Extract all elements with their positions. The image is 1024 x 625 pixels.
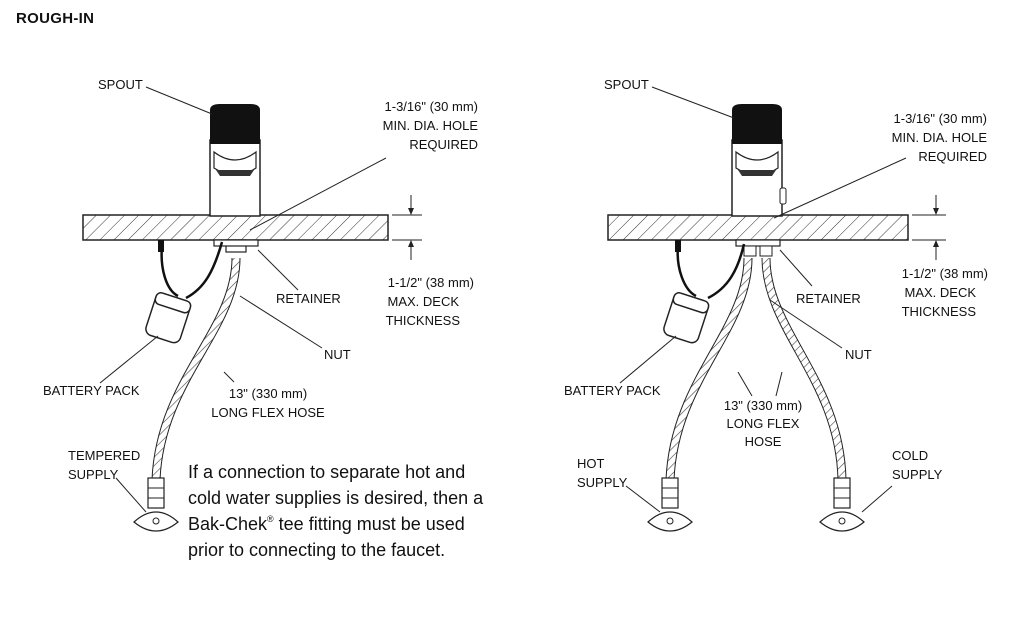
right-hole-label-3: REQUIRED (918, 149, 987, 164)
left-supply-label-2: SUPPLY (68, 467, 119, 482)
left-supply-valve (133, 477, 179, 532)
right-faucet-diagram: SPOUT 1-3/16" (30 mm) MIN. DIA. HOLE REQ… (564, 77, 988, 532)
right-hot-hose (665, 257, 753, 481)
left-hole-label-1: 1-3/16" (30 mm) (385, 99, 478, 114)
right-spout-label: SPOUT (604, 77, 649, 92)
right-hose-label-2: LONG FLEX (727, 416, 800, 431)
left-spout-label: SPOUT (98, 77, 143, 92)
right-cold-valve (819, 477, 865, 532)
right-deck-label-1: 1-1/2" (38 mm) (902, 266, 988, 281)
page-heading: ROUGH-IN (16, 10, 95, 27)
right-nut-label: NUT (845, 347, 872, 362)
left-supply-label-1: TEMPERED (68, 448, 140, 463)
tee-fitting-note: If a connection to separate hot and cold… (188, 462, 484, 560)
right-countertop (607, 214, 909, 241)
left-hole-label-3: REQUIRED (409, 137, 478, 152)
note-line-3-post: tee fitting must be used (274, 514, 465, 534)
note-line-3: Bak-Chek® tee fitting must be used (188, 514, 465, 534)
left-battery-pack-label: BATTERY PACK (43, 383, 140, 398)
left-spout-cap (210, 104, 260, 144)
left-faucet-diagram: SPOUT 1-3/16" (30 mm) MIN. DIA. HOLE REQ… (43, 77, 479, 532)
left-faucet-body (209, 139, 261, 217)
right-hot-valve (647, 477, 693, 532)
right-hole-label-1: 1-3/16" (30 mm) (894, 111, 987, 126)
right-battery-pack-label: BATTERY PACK (564, 383, 661, 398)
note-line-3-pre: Bak-Chek (188, 514, 268, 534)
left-deck-label-2: MAX. DECK (387, 294, 459, 309)
left-hole-label-2: MIN. DIA. HOLE (383, 118, 479, 133)
right-faucet-body (731, 139, 783, 217)
right-retainer-label: RETAINER (796, 291, 861, 306)
right-hose-label-3: HOSE (745, 434, 782, 449)
left-deck-label-1: 1-1/2" (38 mm) (388, 275, 474, 290)
note-line-2: cold water supplies is desired, then a (188, 488, 484, 508)
left-countertop (82, 214, 389, 241)
right-battery-pack (663, 292, 710, 344)
right-cold-supply-label-2: SUPPLY (892, 467, 943, 482)
right-hose-label-1: 13" (330 mm) (724, 398, 802, 413)
left-retainer-label: RETAINER (276, 291, 341, 306)
registered-mark: ® (267, 514, 274, 524)
note-line-1: If a connection to separate hot and (188, 462, 465, 482)
left-hose-label-1: 13" (330 mm) (229, 386, 307, 401)
right-deck-label-3: THICKNESS (902, 304, 977, 319)
left-hose-label-2: LONG FLEX HOSE (211, 405, 325, 420)
left-deck-label-3: THICKNESS (386, 313, 461, 328)
right-hot-supply-label-1: HOT (577, 456, 605, 471)
right-cold-supply-label-1: COLD (892, 448, 928, 463)
note-line-4: prior to connecting to the faucet. (188, 540, 445, 560)
right-hole-label-2: MIN. DIA. HOLE (892, 130, 988, 145)
left-nut-label: NUT (324, 347, 351, 362)
right-hot-supply-label-2: SUPPLY (577, 475, 628, 490)
right-deck-label-2: MAX. DECK (904, 285, 976, 300)
right-spout-cap (732, 104, 782, 144)
left-battery-pack (145, 292, 192, 344)
